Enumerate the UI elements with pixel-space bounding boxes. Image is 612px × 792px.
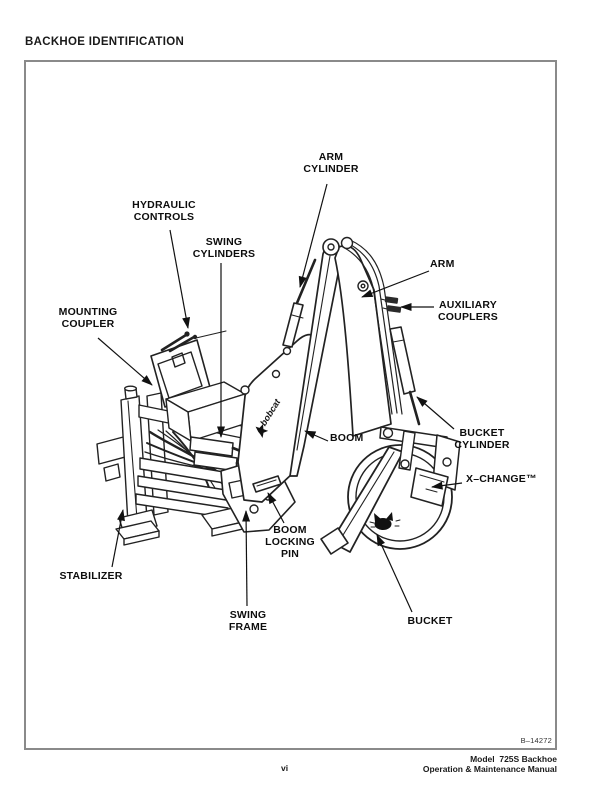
leader-boom xyxy=(304,430,329,442)
label-swing-frame: SWING FRAME xyxy=(228,609,268,633)
backhoe-diagram: bobcat xyxy=(96,183,463,613)
label-auxiliary-couplers: AUXILIARY COUPLERS xyxy=(438,299,498,323)
boom-part xyxy=(237,242,343,503)
leader-arm xyxy=(361,270,430,298)
leader-arm-cylinder xyxy=(298,183,328,288)
page-title: BACKHOE IDENTIFICATION xyxy=(25,36,185,48)
footer-manual-line: Operation & Maintenance Manual xyxy=(422,763,557,774)
leader-stabilizer xyxy=(111,509,125,568)
label-hydraulic-controls: HYDRAULIC CONTROLS xyxy=(132,199,196,223)
leader-x-change xyxy=(431,481,463,490)
backhoe-drawing: bobcat xyxy=(96,236,461,555)
label-arm: ARM xyxy=(430,258,455,270)
auxiliary-couplers-part xyxy=(380,296,402,313)
bucket-cylinder-part xyxy=(389,326,421,426)
leader-mounting-coupler xyxy=(97,337,153,386)
label-x-change: X–CHANGE™ xyxy=(466,473,537,485)
bobcat-head-logo xyxy=(374,512,393,530)
figure-code: B–14272 xyxy=(520,736,552,745)
swing-cylinders-part xyxy=(189,436,264,478)
footer-model-line: Model 725S Backhoe xyxy=(470,754,557,764)
leader-bucket xyxy=(376,534,413,613)
label-bucket-cylinder: BUCKET CYLINDER xyxy=(454,427,510,451)
label-stabilizer: STABILIZER xyxy=(59,570,123,582)
leader-bucket-cylinder xyxy=(416,396,455,430)
leader-boom-locking-pin xyxy=(267,492,285,524)
x-change-part xyxy=(410,467,449,507)
boom-locking-pin-part xyxy=(252,475,282,493)
label-mounting-coupler: MOUNTING COUPLER xyxy=(58,306,118,330)
footer-doc-title: Model 725S Backhoe Operation & Maintenan… xyxy=(422,754,557,774)
label-bucket: BUCKET xyxy=(407,615,453,627)
leader-hydraulic-controls xyxy=(169,229,191,329)
label-boom: BOOM xyxy=(330,432,364,444)
label-boom-locking-pin: BOOM LOCKING PIN xyxy=(265,524,315,560)
label-arm-cylinder: ARM CYLINDER xyxy=(303,151,359,175)
leader-lines xyxy=(97,183,463,613)
hydraulic-controls-part xyxy=(150,330,248,442)
page-number: vi xyxy=(281,763,289,773)
leader-swing-frame xyxy=(242,510,251,607)
label-swing-cylinders: SWING CYLINDERS xyxy=(192,236,256,260)
